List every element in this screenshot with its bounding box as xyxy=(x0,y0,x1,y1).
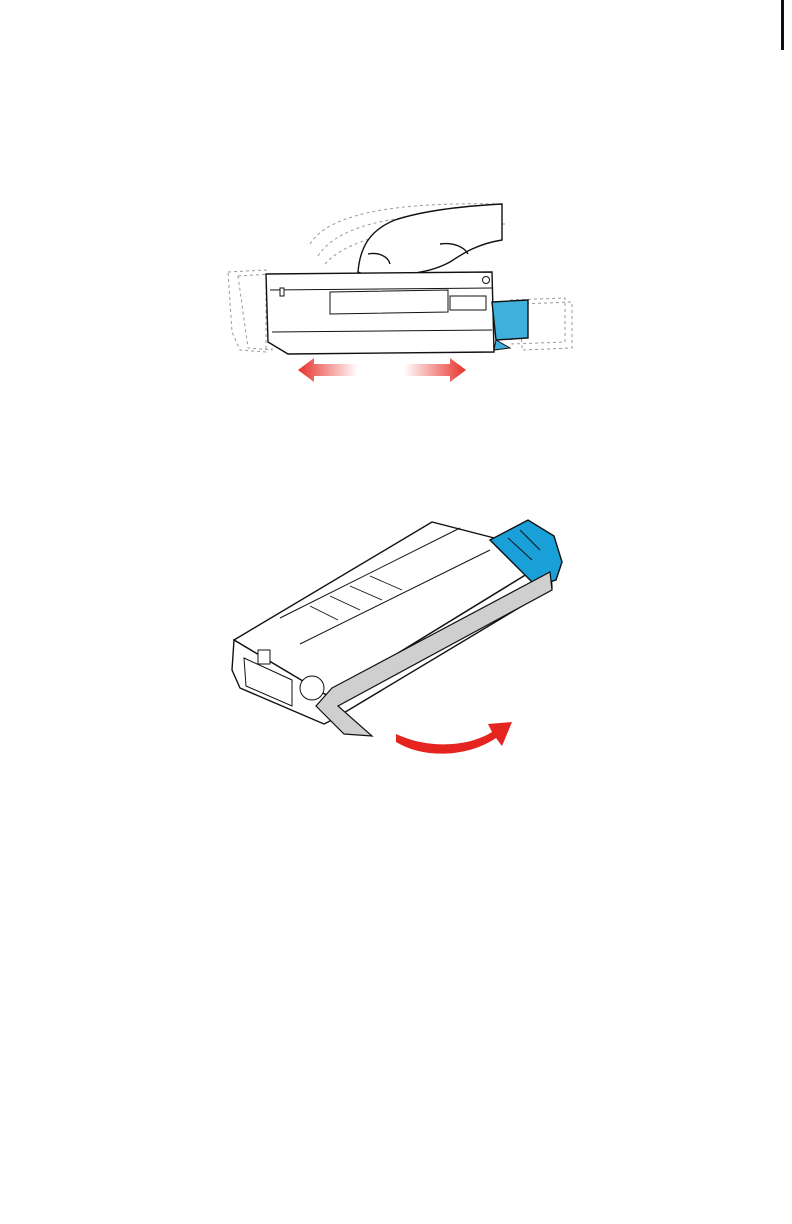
shake-direction-arrow-icon xyxy=(298,358,466,382)
page-edge-marker xyxy=(781,0,784,50)
toner-cartridge-icon xyxy=(266,272,528,354)
pull-direction-arrow-icon xyxy=(396,722,512,754)
toner-cartridge-icon xyxy=(232,520,562,724)
remove-sheet-illustration xyxy=(220,510,580,770)
shake-cartridge-illustration xyxy=(210,192,580,392)
